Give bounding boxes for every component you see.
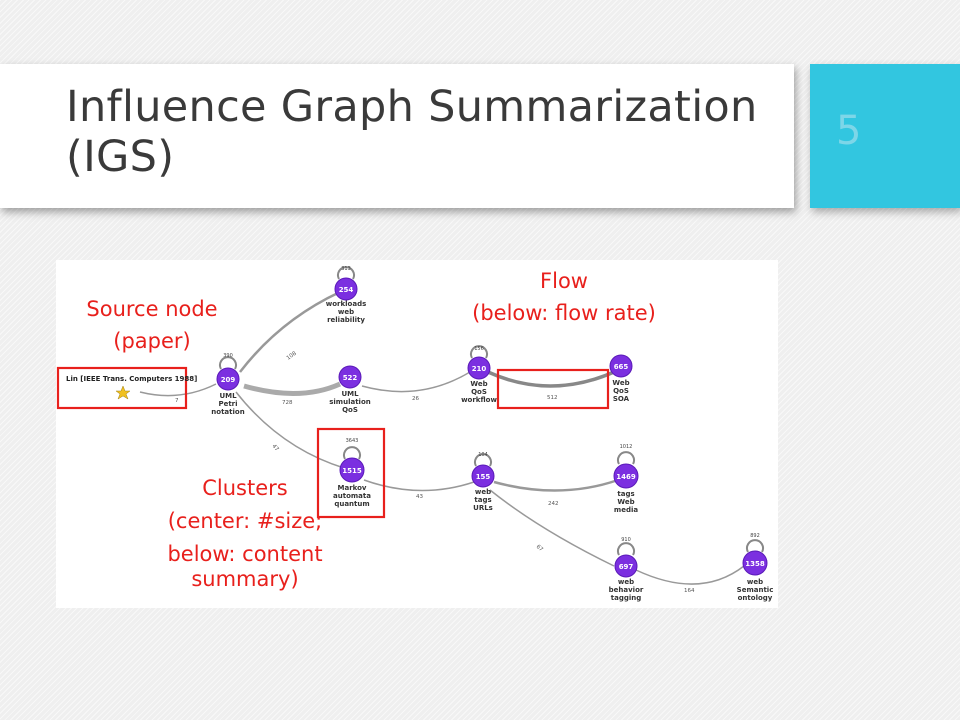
- flow-rate: 242: [548, 501, 559, 507]
- svg-text:QoS: QoS: [613, 387, 629, 395]
- cluster-node-1515: 1515 3643 Markov automata quantum: [333, 438, 371, 508]
- title-bar: [0, 64, 794, 208]
- flow-rate: 26: [412, 396, 419, 402]
- source-node-label: Lin [IEEE Trans. Computers 1988]: [66, 375, 198, 383]
- svg-text:tags: tags: [617, 490, 634, 498]
- slide-number: 5: [836, 108, 862, 154]
- svg-text:892: 892: [750, 533, 760, 539]
- svg-text:tagging: tagging: [611, 594, 642, 602]
- svg-text:web: web: [338, 308, 354, 316]
- flow-edges: [139, 290, 745, 585]
- flow-rate: 512: [547, 395, 558, 401]
- svg-text:workloads: workloads: [326, 300, 367, 308]
- flow-rate: 108: [286, 350, 298, 361]
- graph-panel: [56, 260, 778, 608]
- flow-rate: 7: [175, 398, 179, 404]
- svg-text:1515: 1515: [342, 467, 362, 475]
- cluster-node-522: 522 UML simulation QoS: [329, 365, 371, 414]
- svg-text:notation: notation: [211, 408, 244, 416]
- svg-text:UML: UML: [341, 390, 359, 398]
- slide-title: Influence Graph Summarization (IGS): [66, 82, 758, 182]
- svg-text:Web: Web: [612, 379, 629, 387]
- edge-210-665: [487, 370, 615, 388]
- svg-text:workflow: workflow: [461, 396, 497, 404]
- svg-text:910: 910: [621, 537, 631, 543]
- svg-text:697: 697: [619, 563, 634, 571]
- svg-text:web: web: [618, 578, 634, 586]
- cluster-node-665: 665 Web QoS SOA: [609, 354, 633, 403]
- cluster-node-209: 209 390 UML Petri notation: [211, 353, 244, 416]
- svg-text:Semantic: Semantic: [737, 586, 774, 594]
- svg-text:313: 313: [341, 266, 351, 272]
- svg-text:URLs: URLs: [473, 504, 493, 512]
- svg-text:155: 155: [476, 473, 491, 481]
- svg-text:156: 156: [474, 346, 484, 352]
- svg-text:390: 390: [223, 353, 233, 359]
- svg-text:210: 210: [472, 365, 487, 373]
- edge-522-210: [361, 371, 471, 393]
- svg-text:web: web: [475, 488, 491, 496]
- svg-text:reliability: reliability: [327, 316, 365, 324]
- svg-text:Petri: Petri: [218, 400, 237, 408]
- svg-text:QoS: QoS: [471, 388, 487, 396]
- highlight-cluster-box: [316, 427, 386, 519]
- svg-text:ontology: ontology: [738, 594, 773, 602]
- svg-text:3643: 3643: [346, 438, 359, 444]
- svg-text:254: 254: [339, 286, 354, 294]
- edge-209-1515: [235, 391, 345, 469]
- annotation-source: Source node (paper): [86, 297, 218, 353]
- edge-697-1358: [635, 565, 745, 585]
- flow-rate: 728: [282, 400, 293, 406]
- svg-text:Web: Web: [470, 380, 487, 388]
- slide-number-box: [810, 64, 960, 208]
- flow-rate-labels: 7 108 728 26 512 47 43 242 67 164: [175, 350, 695, 594]
- edge-155-697: [489, 489, 615, 567]
- edge-209-522: [243, 381, 342, 397]
- svg-text:522: 522: [343, 374, 358, 382]
- svg-text:media: media: [614, 506, 638, 514]
- cluster-node-210: 210 156 Web QoS workflow: [461, 345, 497, 404]
- edge-1515-155: [363, 479, 475, 492]
- cluster-node-1358: 1358 892 web Semantic ontology: [737, 533, 774, 602]
- svg-text:209: 209: [221, 376, 236, 384]
- svg-text:quantum: quantum: [334, 500, 369, 508]
- cluster-node-254: 254 313 workloads web reliability: [326, 266, 367, 324]
- svg-text:QoS: QoS: [342, 406, 358, 414]
- svg-text:web: web: [747, 578, 763, 586]
- svg-text:1012: 1012: [620, 444, 633, 450]
- flow-rate: 47: [270, 443, 279, 453]
- highlight-flow-box: [496, 368, 610, 410]
- annotation-flow: Flow (below: flow rate): [472, 269, 656, 325]
- svg-text:665: 665: [614, 363, 629, 371]
- edge-209-254: [239, 290, 341, 373]
- flow-rate: 67: [535, 544, 545, 553]
- svg-text:behavior: behavior: [609, 586, 644, 594]
- svg-text:1358: 1358: [745, 560, 765, 568]
- svg-text:Markov: Markov: [338, 484, 367, 492]
- svg-text:Web: Web: [617, 498, 634, 506]
- flow-rate: 164: [684, 588, 695, 594]
- highlight-source-box: [56, 366, 188, 410]
- annotation-clusters: Clusters (center: #size; below: content …: [167, 476, 323, 591]
- cluster-node-697: 697 910 web behavior tagging: [609, 537, 644, 602]
- svg-text:UML: UML: [219, 392, 237, 400]
- svg-text:automata: automata: [333, 492, 371, 500]
- highlight-boxes: [56, 366, 610, 519]
- svg-text:104: 104: [478, 452, 488, 458]
- edge-155-1469: [493, 478, 619, 492]
- cluster-node-155: 155 104 web tags URLs: [471, 452, 495, 512]
- source-star-icon: [115, 385, 131, 400]
- svg-text:tags: tags: [474, 496, 491, 504]
- svg-text:simulation: simulation: [329, 398, 371, 406]
- svg-text:1469: 1469: [616, 473, 636, 481]
- flow-rate: 43: [416, 494, 423, 500]
- svg-text:SOA: SOA: [613, 395, 630, 403]
- cluster-node-1469: 1469 1012 tags Web media: [613, 444, 639, 514]
- edge-src-209: [139, 383, 217, 397]
